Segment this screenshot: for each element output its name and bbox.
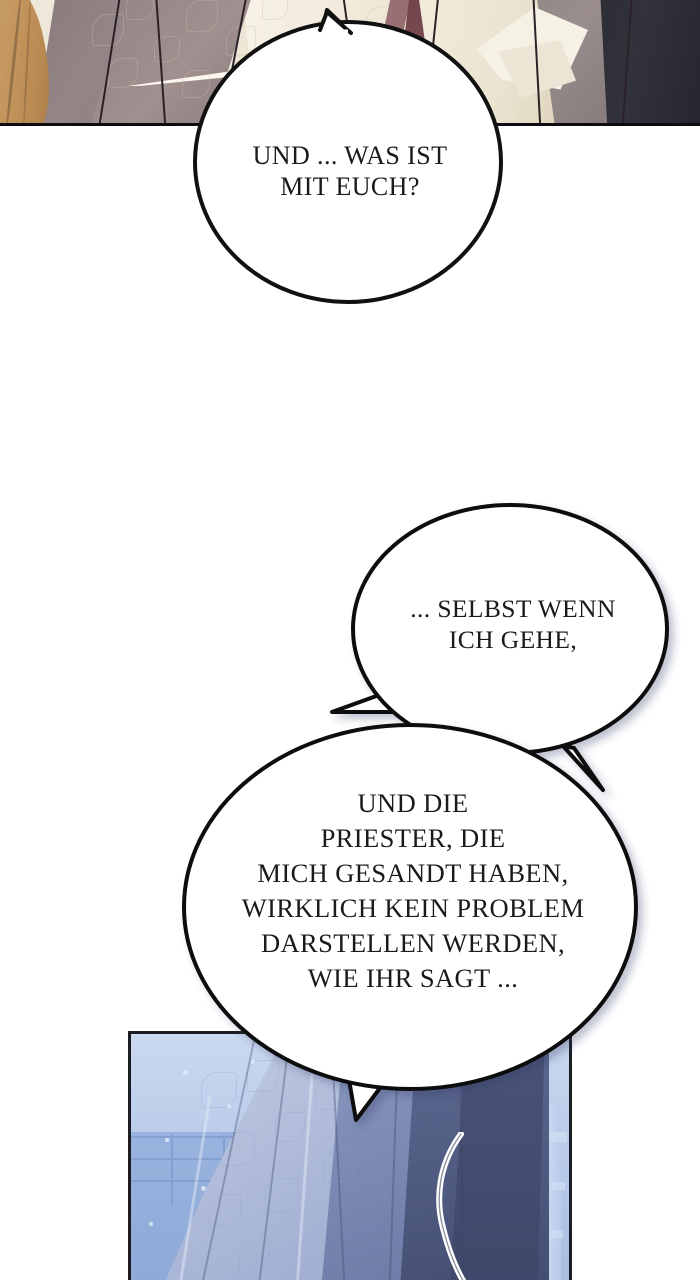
bottom-sash-highlight xyxy=(436,1132,467,1280)
speech-bubble-2: ... SELBST WENN ICH GEHE, xyxy=(330,498,676,792)
bottom-snow-fleck xyxy=(183,1070,188,1075)
speech-bubble-2-shape xyxy=(330,503,669,792)
bubble-2-tail-right xyxy=(561,744,605,792)
bottom-snow-fleck xyxy=(201,1186,206,1191)
speech-bubble-3: UND DIE PRIESTER, DIE MICH GESANDT HABEN… xyxy=(180,722,646,1122)
speech-bubble-2-text: ... SELBST WENN ICH GEHE, xyxy=(410,594,616,654)
speech-bubble-3-shape xyxy=(182,723,638,1122)
bottom-snow-fleck xyxy=(149,1222,153,1226)
speech-bubble-3-text: UND DIE PRIESTER, DIE MICH GESANDT HABEN… xyxy=(241,788,585,993)
speech-bubble-1-text: UND ... WAS IST MIT EUCH? xyxy=(252,141,448,202)
speech-bubble-1: UND ... WAS IST MIT EUCH? xyxy=(190,8,510,306)
bottom-robe-pattern xyxy=(191,1054,391,1280)
speech-bubble-1-shape xyxy=(193,8,503,304)
bottom-snow-fleck xyxy=(227,1104,231,1108)
bottom-snow-fleck xyxy=(165,1138,169,1142)
